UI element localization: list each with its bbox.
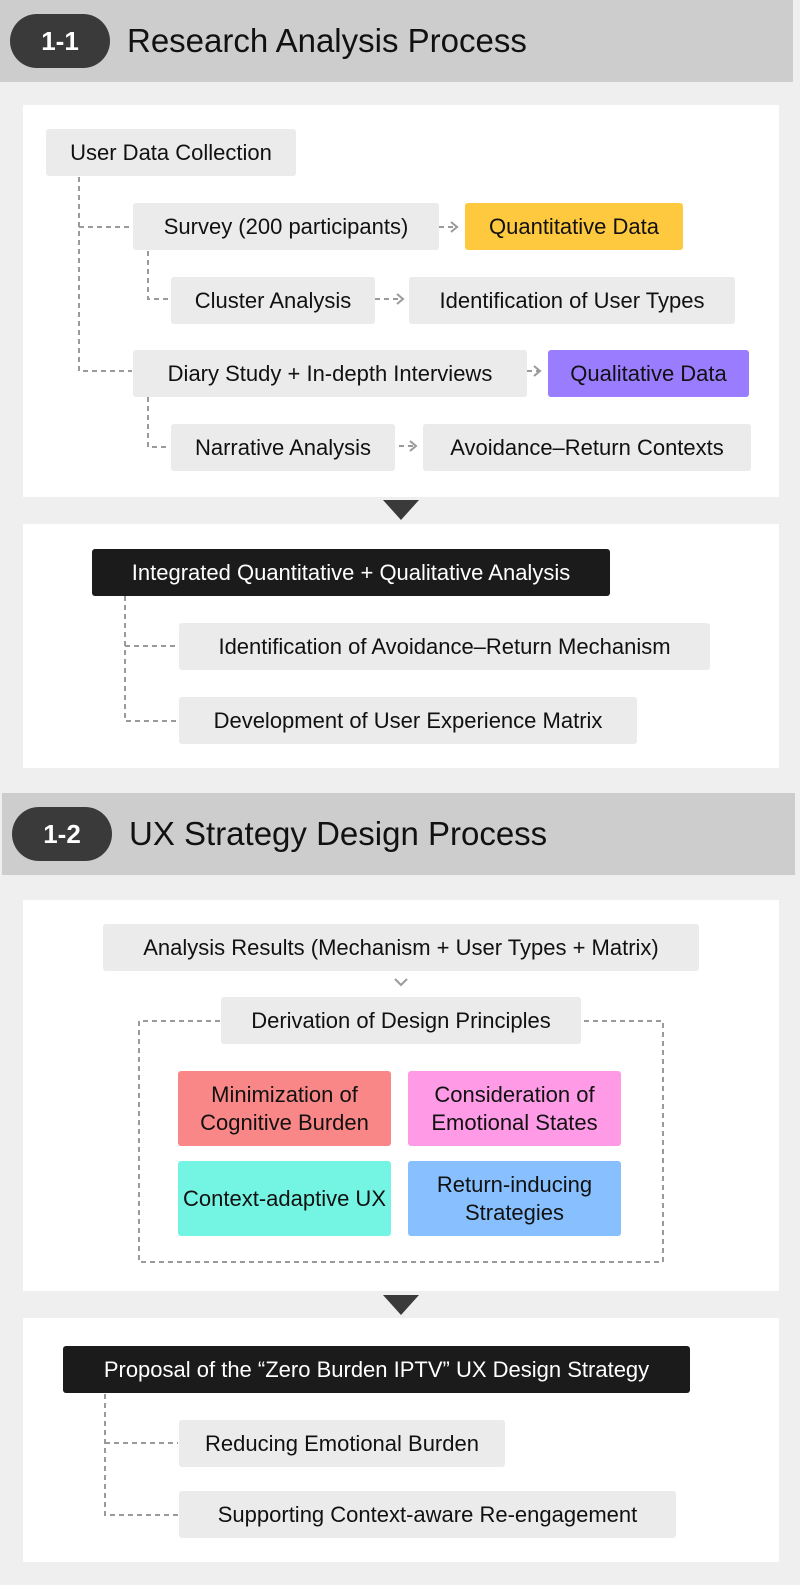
principle-context-adaptive: Context-adaptive UX xyxy=(178,1161,391,1236)
survey-box: Survey (200 participants) xyxy=(133,203,439,250)
cluster-analysis-box: Cluster Analysis xyxy=(171,277,375,324)
reengagement-box: Supporting Context-aware Re-engagement xyxy=(179,1491,676,1538)
quantitative-data-box: Quantitative Data xyxy=(465,203,683,250)
mechanism-box: Identification of Avoidance–Return Mecha… xyxy=(179,623,710,670)
down-arrow-icon xyxy=(383,1295,419,1315)
principle-emotional-states: Consideration of Emotional States xyxy=(408,1071,621,1146)
principle-cognitive-burden: Minimization of Cognitive Burden xyxy=(178,1071,391,1146)
user-data-collection: User Data Collection xyxy=(46,129,296,176)
section-badge: 1-1 xyxy=(10,14,110,68)
section-header-1-1: 1-1 Research Analysis Process xyxy=(0,0,793,82)
design-principles-box: Derivation of Design Principles xyxy=(221,997,581,1044)
proposal-box: Proposal of the “Zero Burden IPTV” UX De… xyxy=(63,1346,690,1393)
down-arrow-icon xyxy=(383,500,419,520)
experience-matrix-box: Development of User Experience Matrix xyxy=(179,697,637,744)
section-title: UX Strategy Design Process xyxy=(129,815,548,852)
avoidance-return-contexts-box: Avoidance–Return Contexts xyxy=(423,424,751,471)
diary-study-box: Diary Study + In-depth Interviews xyxy=(133,350,527,397)
section-badge: 1-2 xyxy=(12,807,112,861)
analysis-results-box: Analysis Results (Mechanism + User Types… xyxy=(103,924,699,971)
narrative-analysis-box: Narrative Analysis xyxy=(171,424,395,471)
section-header-1-2: 1-2 UX Strategy Design Process xyxy=(2,793,795,875)
principle-return-inducing: Return-inducing Strategies xyxy=(408,1161,621,1236)
section-title: Research Analysis Process xyxy=(127,22,527,59)
qualitative-data-box: Qualitative Data xyxy=(548,350,749,397)
user-types-box: Identification of User Types xyxy=(409,277,735,324)
emotional-burden-box: Reducing Emotional Burden xyxy=(179,1420,505,1467)
integrated-analysis-box: Integrated Quantitative + Qualitative An… xyxy=(92,549,610,596)
